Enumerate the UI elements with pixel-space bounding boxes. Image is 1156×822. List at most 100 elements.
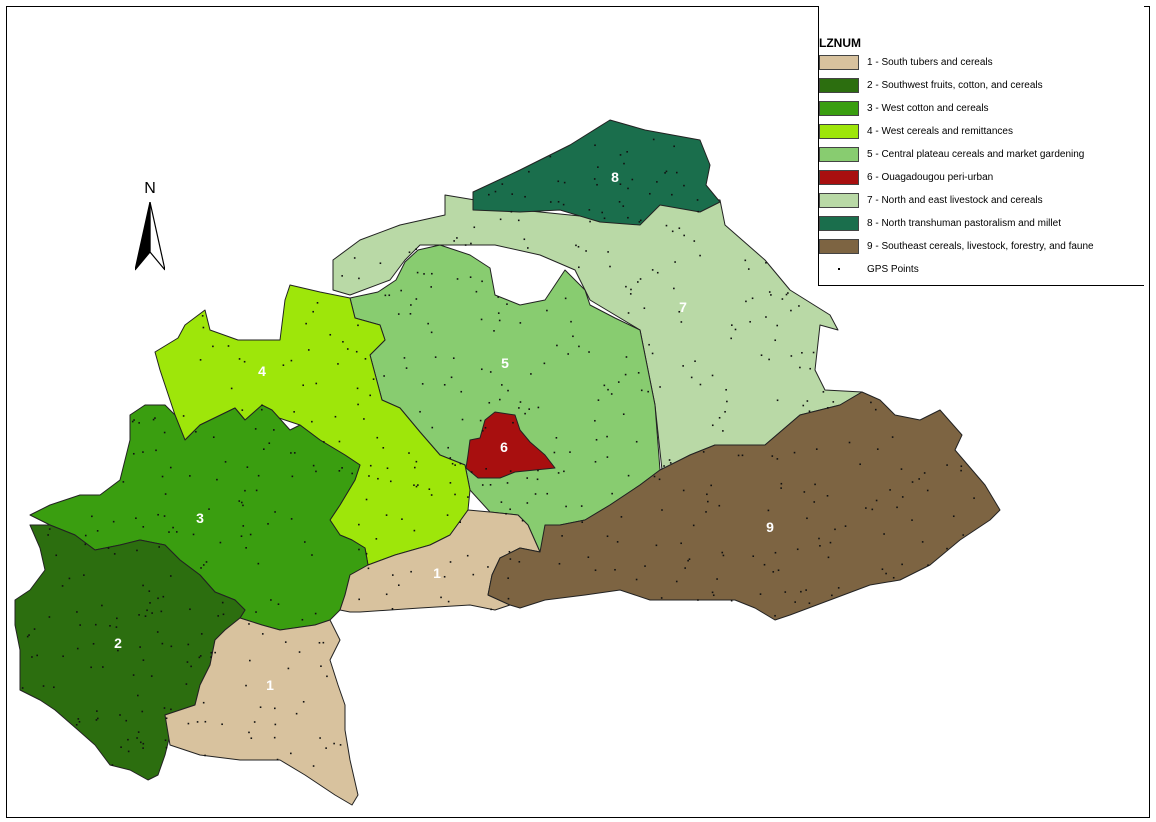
gps-point [589,220,591,223]
gps-point [325,747,327,749]
gps-point [526,477,529,479]
gps-point [699,254,701,257]
gps-point [827,407,829,409]
gps-point [466,554,469,557]
gps-point [787,292,789,294]
gps-point [776,458,779,460]
gps-point [112,520,115,523]
gps-point [626,151,628,153]
gps-point [790,355,793,357]
gps-point [107,547,110,549]
gps-point [631,178,634,181]
zone-label-1-south: 1 [266,677,274,693]
gps-point [165,746,168,749]
gps-point [594,460,597,463]
gps-point [132,674,135,676]
legend-label-gps: GPS Points [867,263,919,275]
legend-label-7: 7 - North and east livestock and cereals [867,194,1043,206]
gps-point [627,216,629,219]
gps-point [622,205,625,207]
gps-point [138,614,140,616]
gps-point [111,764,114,766]
gps-point [567,353,569,355]
legend-label-3: 3 - West cotton and cereals [867,102,989,114]
gps-point [806,400,809,402]
gps-point [356,387,359,390]
gps-point [257,562,260,565]
gps-point [960,465,963,468]
gps-point [298,651,301,653]
gps-point [259,706,262,709]
gps-point [410,570,412,573]
gps-point [187,722,190,725]
gps-point [718,504,721,507]
gps-point [397,584,400,586]
gps-point [160,610,163,613]
gps-point [675,580,678,583]
gps-point [768,358,770,361]
gps-point [805,589,807,591]
gps-point [640,389,643,392]
gps-point [274,511,276,513]
gps-point [146,609,148,612]
gps-point [290,452,292,454]
gps-point [459,521,462,523]
gps-point [911,481,914,483]
gps-point [596,183,598,186]
gps-point [464,244,467,246]
gps-point [268,442,271,445]
gps-point [834,528,836,531]
gps-point [530,373,532,375]
gps-point [760,354,763,357]
gps-point [329,333,332,336]
gps-point [528,170,530,173]
gps-point [578,266,580,269]
gps-point [562,203,565,206]
north-label: N [144,180,156,197]
gps-point [771,455,774,457]
gps-point [577,245,580,248]
gps-point [557,201,560,203]
gps-point [137,731,140,733]
gps-point [601,211,603,214]
gps-point [663,465,665,467]
gps-point [430,494,433,496]
gps-point [423,273,425,275]
gps-point [273,736,276,739]
gps-point [597,399,600,401]
gps-point [725,388,727,391]
gps-point [400,289,402,292]
legend-swatch-7 [819,192,859,208]
gps-point [623,162,625,165]
gps-point [139,646,141,648]
gps-point [518,407,520,409]
gps-point [185,683,188,685]
gps-point [812,351,815,354]
gps-point [611,492,613,495]
gps-point [484,426,487,429]
gps-point [635,578,638,581]
gps-point [96,530,99,532]
gps-point [341,275,343,277]
gps-point [665,224,668,227]
gps-point [351,472,354,475]
zone-1-south [164,617,359,806]
gps-point [569,451,571,453]
gps-point [624,373,627,376]
gps-point [170,708,172,711]
legend-swatch-2 [819,77,859,93]
gps-point [250,737,253,740]
gps-point [358,548,360,551]
gps-point [946,547,948,550]
gps-point [885,572,887,575]
gps-point [575,244,577,247]
gps-point [136,737,138,739]
gps-point [509,508,511,511]
gps-point [319,737,321,739]
gps-point [607,388,609,391]
gps-point [261,633,264,635]
gps-point [290,518,293,520]
gps-point [149,602,151,604]
gps-point [627,187,629,190]
